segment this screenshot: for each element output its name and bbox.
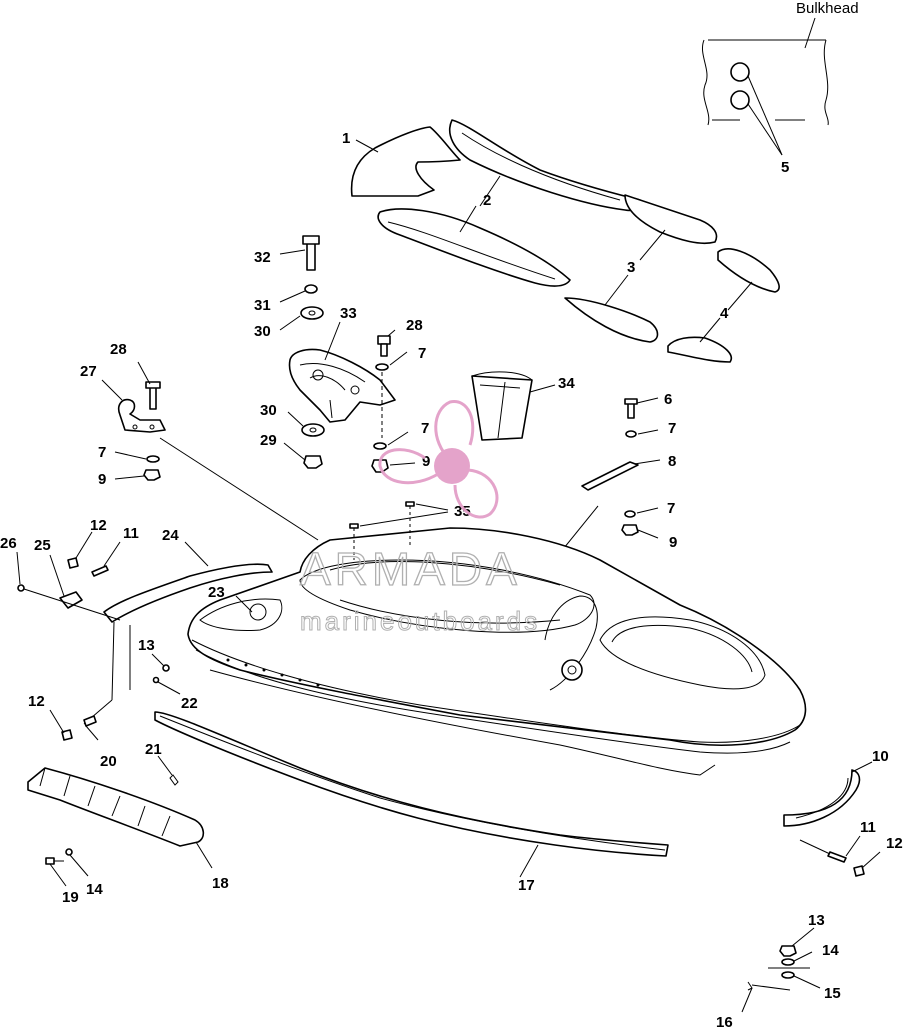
callout-24: 24 [162, 527, 179, 544]
mat-rear-lower [667, 336, 732, 363]
callout-7c: 7 [418, 345, 426, 362]
mat-rear-upper [717, 248, 780, 293]
bracket-25 [59, 591, 83, 609]
hardware-stack [741, 927, 821, 1013]
callout-12a: 12 [90, 517, 107, 534]
callout-12b: 12 [28, 693, 45, 710]
callout-30a: 30 [254, 323, 271, 340]
callout-9a: 9 [422, 453, 430, 470]
hull-rivets [226, 658, 320, 687]
callout-13b: 13 [808, 912, 825, 929]
bulkhead-detail [702, 17, 829, 156]
callout-34: 34 [558, 375, 575, 392]
washer-31 [304, 284, 318, 294]
callout-28b: 28 [406, 317, 423, 334]
bulkhead-label: Bulkhead [796, 0, 859, 17]
nut-29 [303, 455, 323, 469]
callout-35: 35 [454, 503, 471, 520]
propeller-logo [378, 400, 499, 519]
callout-4: 4 [720, 305, 729, 322]
mat-left-lower [377, 208, 571, 287]
hook-27 [101, 361, 319, 541]
callout-5: 5 [781, 159, 789, 176]
hull-outline [187, 527, 807, 746]
callout-12c: 12 [886, 835, 903, 852]
pump-guard [27, 767, 213, 887]
washer-30 [300, 306, 324, 320]
callout-11b: 11 [860, 819, 876, 836]
callout-11a: 11 [123, 525, 139, 542]
callout-7b: 7 [667, 500, 675, 517]
callout-22: 22 [181, 695, 198, 712]
right-hardware [529, 397, 661, 591]
callout-29: 29 [260, 432, 277, 449]
callout-1: 1 [342, 130, 350, 147]
callout-9b: 9 [98, 471, 106, 488]
callout-7d: 7 [421, 420, 429, 437]
callout-2: 2 [483, 192, 491, 209]
callout-13a: 13 [138, 637, 155, 654]
callout-25: 25 [34, 537, 51, 554]
watermark: ARMADA marineoutboards [299, 400, 540, 637]
callout-31: 31 [254, 297, 271, 314]
callout-17: 17 [518, 877, 535, 894]
mat-side-lower [564, 297, 659, 343]
support-body [288, 348, 396, 423]
callout-16: 16 [716, 1014, 733, 1030]
rub-rail [154, 711, 669, 878]
callout-26: 26 [0, 535, 17, 552]
cup-holder [471, 371, 556, 441]
strap-8 [581, 461, 639, 491]
callout-30b: 30 [260, 402, 277, 419]
callout-27: 27 [80, 363, 97, 380]
callout-32: 32 [254, 249, 271, 266]
callout-14b: 14 [822, 942, 839, 959]
hull-body [187, 527, 807, 776]
mat-side-upper [624, 194, 718, 245]
callout-23: 23 [208, 584, 225, 601]
screw-26 [17, 584, 25, 592]
callout-9c: 9 [669, 534, 677, 551]
callout-20: 20 [100, 753, 117, 770]
callout-6: 6 [664, 391, 672, 408]
callout-33: 33 [340, 305, 357, 322]
callout-19: 19 [62, 889, 79, 906]
callout-18: 18 [212, 875, 229, 892]
callout-7e: 7 [98, 444, 106, 461]
callout-7a: 7 [668, 420, 676, 437]
watermark-tagline: marineoutboards [300, 606, 540, 636]
callout-14a: 14 [86, 881, 103, 898]
callout-28a: 28 [110, 341, 127, 358]
fitting-21 [157, 755, 179, 786]
callout-10: 10 [872, 748, 889, 765]
mat-front [350, 126, 461, 197]
side-intake [783, 761, 881, 877]
mat-set [350, 119, 780, 363]
washer-30b [301, 423, 325, 437]
mat-left-upper [448, 119, 642, 212]
callout-8: 8 [668, 453, 676, 470]
side-rail [16, 531, 273, 741]
callout-15: 15 [824, 985, 841, 1002]
watermark-brand: ARMADA [300, 543, 521, 595]
bulkhead-hole-lower [730, 90, 750, 110]
screws-35 [349, 501, 449, 560]
bulkhead-hole-upper [730, 62, 750, 82]
callout-21: 21 [145, 741, 162, 758]
nut-12 [67, 557, 79, 569]
steering-support [279, 235, 416, 473]
callout-3: 3 [627, 259, 635, 276]
